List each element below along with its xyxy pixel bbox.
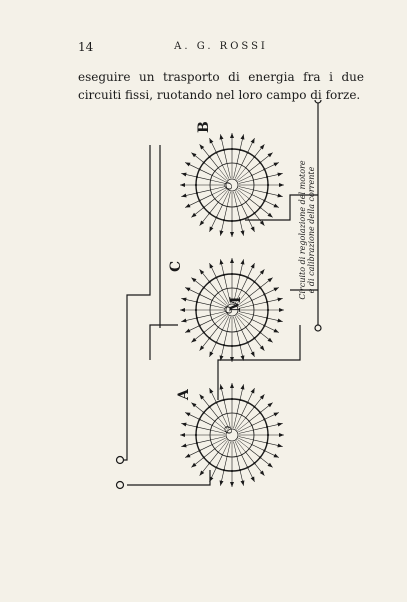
- caption-line-2: e di calibrazione della corrente: [307, 166, 316, 293]
- caption-line-1: Circuito di regolazione del motore: [298, 160, 307, 300]
- label-A: A: [176, 388, 192, 401]
- body-paragraph: eseguire un trasporto di energia fra i d…: [78, 70, 364, 102]
- label-O-A: O: [224, 426, 235, 434]
- page-number: 14: [78, 40, 94, 54]
- coil-C: [180, 258, 284, 362]
- label-B: B: [196, 121, 212, 133]
- label-M: M: [228, 297, 244, 313]
- terminal-top: [115, 455, 125, 465]
- circuit-figure: B C A M O O O Circuito di regolazione de…: [0, 96, 407, 520]
- terminals: [115, 96, 322, 490]
- terminal-right-bottom: [314, 324, 322, 332]
- running-head: A. G. ROSSI: [174, 41, 268, 52]
- circuit-diagram: B C A M O O O Circuito di regolazione de…: [115, 96, 322, 490]
- coil-A: [180, 383, 284, 487]
- coil-B: [180, 133, 284, 237]
- page-header: 14 A. G. ROSSI: [78, 40, 364, 56]
- terminal-right-top: [314, 96, 322, 104]
- terminal-bottom: [115, 480, 125, 490]
- wiring: [122, 100, 319, 486]
- label-O-C: O: [224, 306, 235, 314]
- label-O-B: O: [224, 182, 235, 190]
- label-C: C: [168, 261, 184, 272]
